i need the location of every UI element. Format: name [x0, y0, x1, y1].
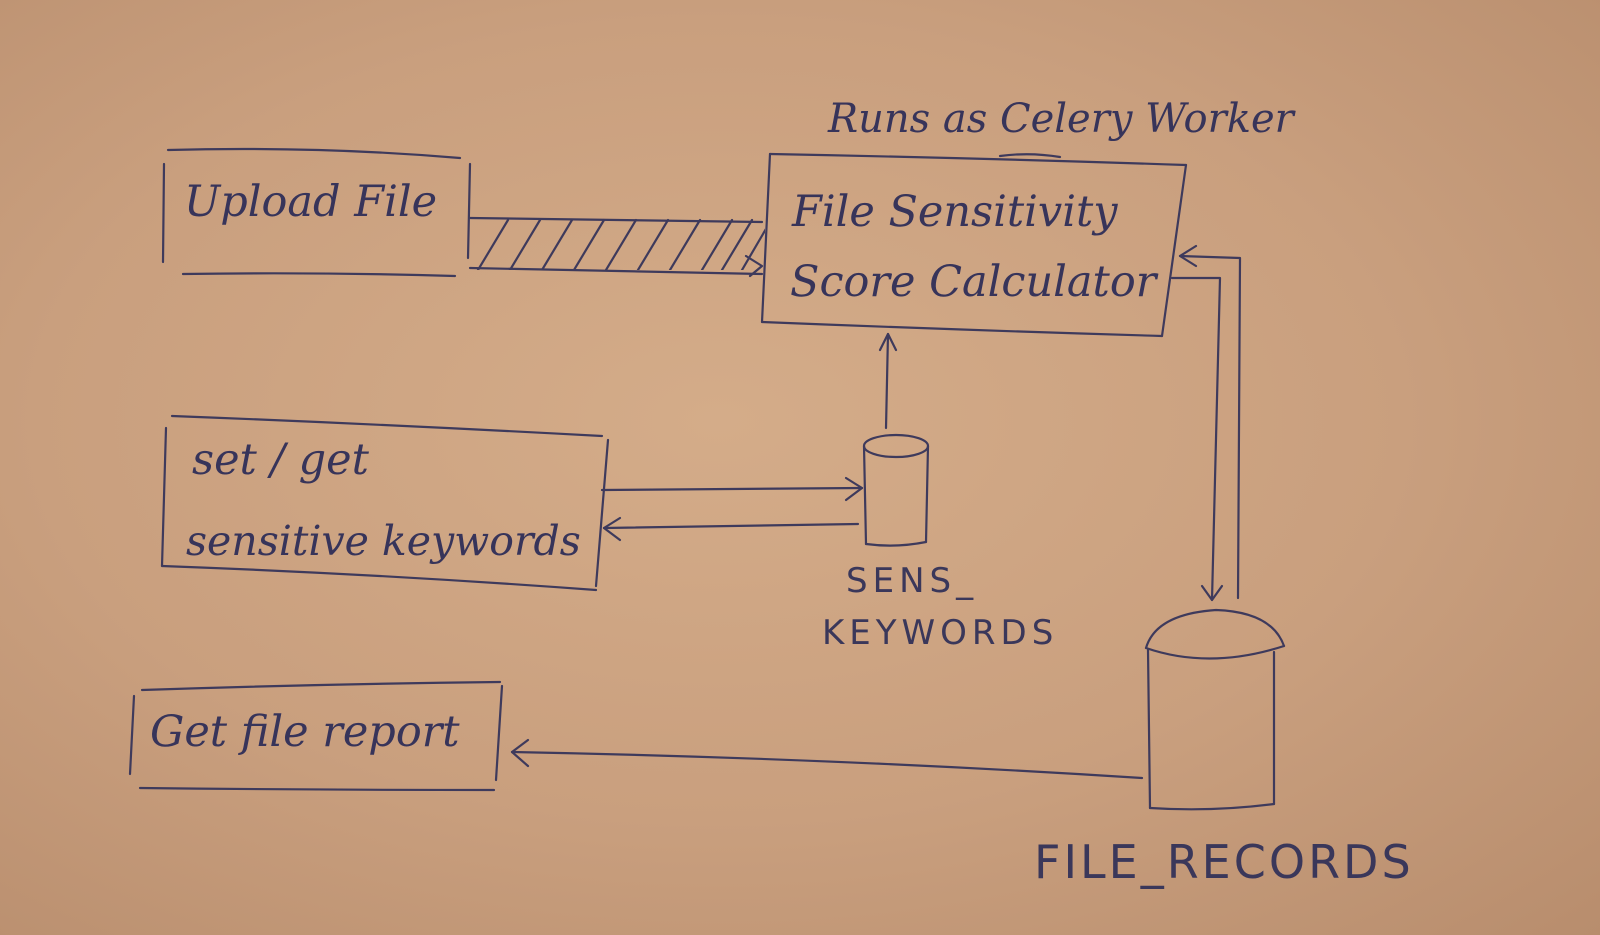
keywords-box	[160, 414, 610, 592]
file-records-cylinder	[1144, 608, 1286, 811]
file-report-label: Get file report	[150, 707, 460, 757]
sens-keywords-label-line2: KEYWORDS	[822, 613, 1059, 653]
keywords-label-line1: set / get	[192, 435, 369, 485]
upload-file-box	[161, 147, 472, 278]
file-report-box	[128, 680, 504, 792]
calculator-label-line2: Score Calculator	[790, 257, 1157, 307]
keywords-exchange-arrows	[600, 476, 864, 542]
hatched-connector	[468, 216, 765, 278]
calculator-records-arrows	[1170, 244, 1242, 602]
keywords-to-calculator-arrow	[878, 332, 898, 430]
annotation-underline	[998, 153, 1062, 159]
sens-keywords-cylinder	[862, 433, 930, 547]
upload-file-label: Upload File	[184, 177, 438, 227]
sens-keywords-label-line1: SENS_	[846, 561, 979, 601]
calculator-label-line1: File Sensitivity	[792, 187, 1118, 237]
records-to-report-arrow	[510, 738, 1144, 780]
keywords-label-line2: sensitive keywords	[186, 517, 581, 565]
celery-annotation: Runs as Celery Worker	[828, 96, 1294, 142]
file-records-label: FILE_RECORDS	[1034, 835, 1414, 889]
calculator-box	[760, 152, 1188, 338]
